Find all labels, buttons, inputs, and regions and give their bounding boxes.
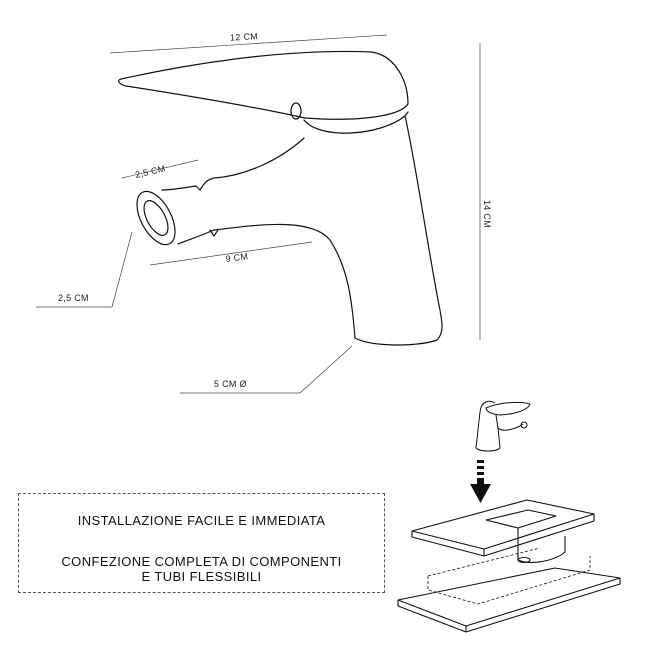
dim-label-width: 12 CM — [230, 31, 259, 42]
mini-faucet-nozzle — [520, 421, 528, 429]
info-box: INSTALLAZIONE FACILE E IMMEDIATA CONFEZI… — [18, 493, 385, 593]
sink-basin — [485, 509, 557, 529]
dim-label-spout-top: 2,5 CM — [134, 163, 166, 180]
dim-line-width — [109, 34, 388, 54]
spout-top — [161, 137, 305, 191]
info-line-package-1: CONFEZIONE COMPLETA DI COMPONENTI — [61, 554, 342, 569]
dimension-labels: 12 CM 14 CM 2,5 CM 9 CM 2,5 CM 5 CM Ø — [58, 31, 492, 389]
dim-label-base-diameter: 5 CM Ø — [214, 379, 247, 389]
dim-line-base-d — [299, 345, 353, 394]
info-line-package: CONFEZIONE COMPLETA DI COMPONENTI E TUBI… — [19, 554, 384, 584]
dim-label-spout-diameter: 2,5 CM — [58, 293, 89, 303]
faucet-body-right — [354, 115, 443, 346]
dim-line-spout-top — [121, 159, 199, 179]
dim-label-spout-length: 9 CM — [225, 251, 249, 264]
install-arrow — [470, 460, 491, 503]
info-line-package-2: E TUBI FLESSIBILI — [141, 569, 262, 584]
sink-illustration — [397, 499, 621, 633]
mini-faucet — [475, 400, 531, 452]
info-line-install: INSTALLAZIONE FACILE E IMMEDIATA — [77, 513, 326, 528]
dim-label-height: 14 CM — [482, 200, 492, 228]
spout-nozzle-outer — [136, 190, 176, 246]
countertop — [397, 567, 621, 627]
faucet-lever — [118, 50, 409, 120]
lever-knob — [290, 102, 302, 120]
sink-guide-lines — [427, 547, 591, 605]
mini-faucet-body — [475, 411, 524, 452]
faucet-drawing — [118, 50, 443, 346]
spout-nozzle-inner — [143, 200, 169, 236]
faucet-cap — [303, 111, 409, 134]
dimension-lines — [36, 34, 481, 394]
faucet-body-left — [213, 223, 356, 339]
mini-faucet-top — [479, 400, 496, 413]
spout-bottom — [177, 229, 215, 245]
spout-hook — [209, 229, 219, 237]
dim-line-spout-length — [149, 241, 313, 266]
dim-line-diameter-d — [111, 231, 133, 308]
mini-faucet-lever — [485, 401, 531, 416]
